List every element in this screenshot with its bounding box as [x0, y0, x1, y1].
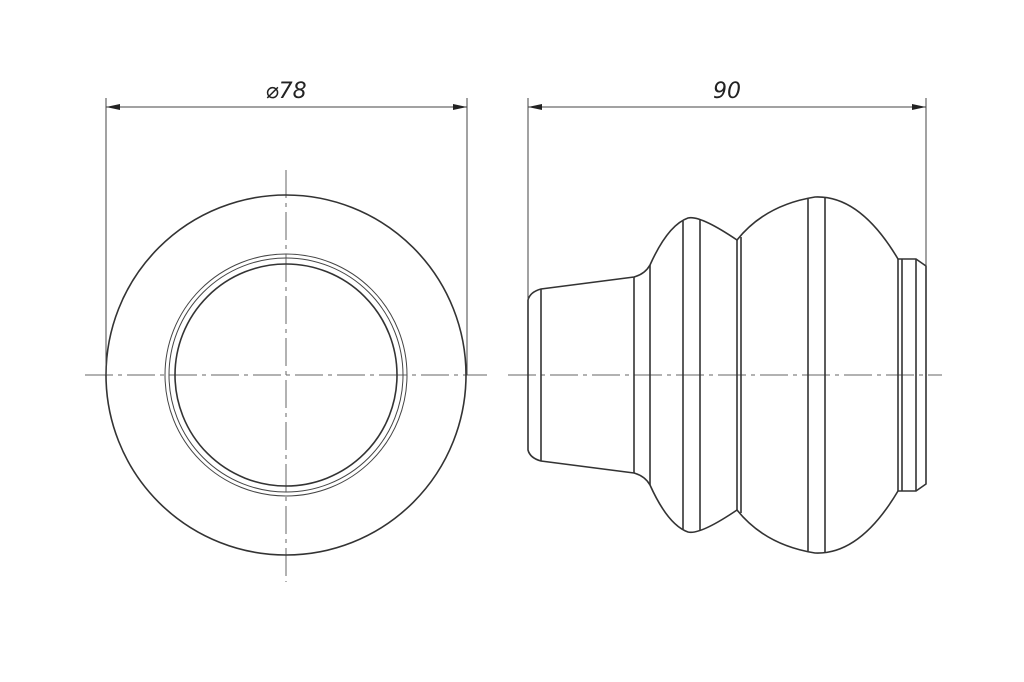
- inner-circle-bore: [174, 263, 398, 487]
- inner-circle-outer: [164, 253, 408, 497]
- length-dimension-label: 90: [713, 79, 741, 104]
- side-view: 90: [508, 79, 942, 554]
- side-profile-outline: [527, 196, 927, 554]
- inner-circle-middle: [168, 257, 404, 493]
- profile-section-lines: [540, 197, 917, 553]
- front-view: ⌀78: [85, 79, 487, 582]
- diameter-dimension-label: ⌀78: [265, 79, 306, 104]
